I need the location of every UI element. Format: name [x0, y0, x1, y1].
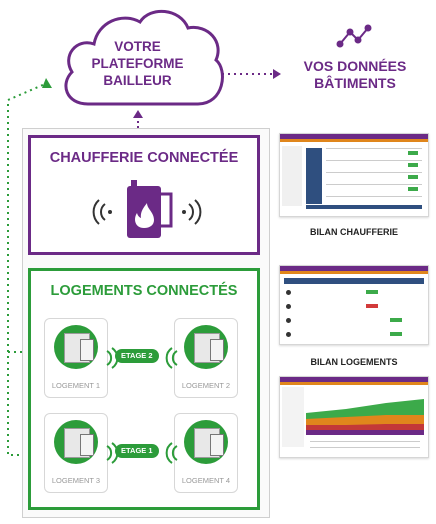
logements-title: LOGEMENTS CONNECTÉS [50, 283, 238, 299]
logement-card-1[interactable]: LOGEMENT 1 [44, 318, 108, 398]
bilan-chaufferie-screenshot [279, 133, 429, 217]
platform-title-line1: VOTRE [114, 39, 161, 54]
logement-label: LOGEMENT 1 [51, 381, 101, 390]
bilan-logements-label: BILAN LOGEMENTS [310, 357, 398, 367]
cloud-icon [64, 9, 224, 106]
boiler-flame-icon [92, 180, 202, 238]
logement-label: LOGEMENT 2 [181, 381, 231, 390]
device-photo [54, 325, 98, 369]
bilan-logements-screenshot [279, 265, 429, 345]
right-arrow-head [273, 69, 281, 79]
device-photo [184, 325, 228, 369]
bilan-chaufferie-label: BILAN CHAUFFERIE [310, 227, 398, 237]
chaufferie-title: CHAUFFERIE CONNECTÉE [49, 150, 239, 166]
device-photo [184, 420, 228, 464]
platform-title: VOTRE PLATEFORME BAILLEUR [70, 38, 205, 89]
logement-label: LOGEMENT 3 [51, 476, 101, 485]
logement-card-3[interactable]: LOGEMENT 3 [44, 413, 108, 493]
data-title-line1: VOS DONNÉES [303, 58, 407, 74]
up-arrow-head [133, 110, 143, 118]
chaufferie-box: CHAUFFERIE CONNECTÉE [28, 135, 260, 255]
logement-card-2[interactable]: LOGEMENT 2 [174, 318, 238, 398]
device-photo [54, 420, 98, 464]
stacked-area-thumbnail [306, 399, 424, 435]
platform-title-line3: BAILLEUR [103, 73, 172, 88]
consumption-chart-screenshot [279, 376, 429, 458]
logement-label: LOGEMENT 4 [181, 476, 231, 485]
etage-2-pill: ETAGE 2 [115, 349, 159, 363]
network-icon [336, 24, 372, 48]
data-title: VOS DONNÉES BÂTIMENTS [280, 58, 430, 92]
data-title-line2: BÂTIMENTS [314, 75, 396, 91]
platform-title-line2: PLATEFORME [91, 56, 184, 71]
logements-box: LOGEMENTS CONNECTÉS LOGEMENT 1 LOGEMENT … [28, 268, 260, 510]
logement-card-4[interactable]: LOGEMENT 4 [174, 413, 238, 493]
etage-1-pill: ETAGE 1 [115, 444, 159, 458]
left-arrow-head [42, 78, 52, 88]
